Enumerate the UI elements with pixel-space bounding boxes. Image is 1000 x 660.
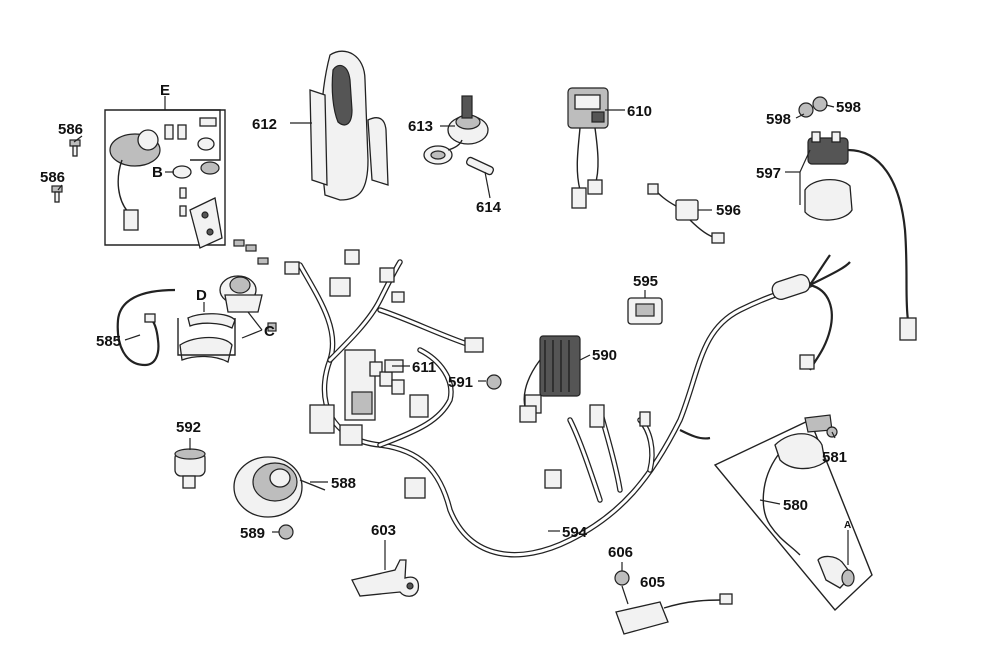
label-B: B [152, 164, 163, 181]
label-589: 589 [240, 525, 265, 542]
relay-596 [647, 183, 725, 244]
switch-613 [423, 95, 489, 165]
label-586-top: 586 [58, 121, 83, 138]
flasher-595 [627, 297, 663, 325]
main-wiring-harness [284, 249, 851, 558]
label-603: 603 [371, 522, 396, 539]
coil-group-580 [713, 414, 873, 612]
ignition-switch-group-E [104, 109, 226, 249]
label-588: 588 [331, 475, 356, 492]
nut-589 [278, 524, 294, 540]
nut-591 [486, 374, 502, 390]
regulator-590 [519, 335, 581, 423]
label-605: 605 [640, 574, 665, 591]
label-610: 610 [627, 103, 652, 120]
label-C: C [264, 323, 275, 340]
label-E: E [160, 82, 170, 99]
callout-labels: 586 586 E B 612 613 614 610 598 598 597 … [40, 82, 861, 591]
label-586-bottom: 586 [40, 169, 65, 186]
module-605 [614, 570, 733, 635]
label-614: 614 [476, 199, 502, 216]
label-592: 592 [176, 419, 201, 436]
label-590: 590 [592, 347, 617, 364]
label-598-right: 598 [836, 99, 861, 116]
coil-592 [174, 448, 206, 489]
label-594: 594 [562, 524, 588, 541]
cdi-unit-610 [567, 87, 609, 209]
seat-part-612 [309, 50, 389, 201]
label-598-left: 598 [766, 111, 791, 128]
label-613: 613 [408, 118, 433, 135]
label-595: 595 [633, 273, 658, 290]
screws-small [233, 239, 277, 332]
label-D: D [196, 287, 207, 304]
fuse-614 [465, 156, 495, 176]
label-611: 611 [412, 359, 436, 376]
label-612: 612 [252, 116, 277, 133]
screws-586 [51, 139, 81, 203]
label-585: 585 [96, 333, 121, 350]
label-A: A [844, 520, 851, 531]
label-591: 591 [448, 374, 473, 391]
fuse-block-611 [344, 349, 405, 421]
starter-relay-597 [798, 96, 917, 341]
label-596: 596 [716, 202, 741, 219]
label-581: 581 [822, 449, 847, 466]
label-597: 597 [756, 165, 781, 182]
bracket-603 [351, 559, 420, 597]
switch-assembly-CD [177, 275, 263, 363]
horn-588 [233, 456, 326, 518]
leader-lines [57, 96, 849, 605]
label-580: 580 [783, 497, 808, 514]
wire-585 [116, 288, 176, 367]
label-606: 606 [608, 544, 633, 561]
